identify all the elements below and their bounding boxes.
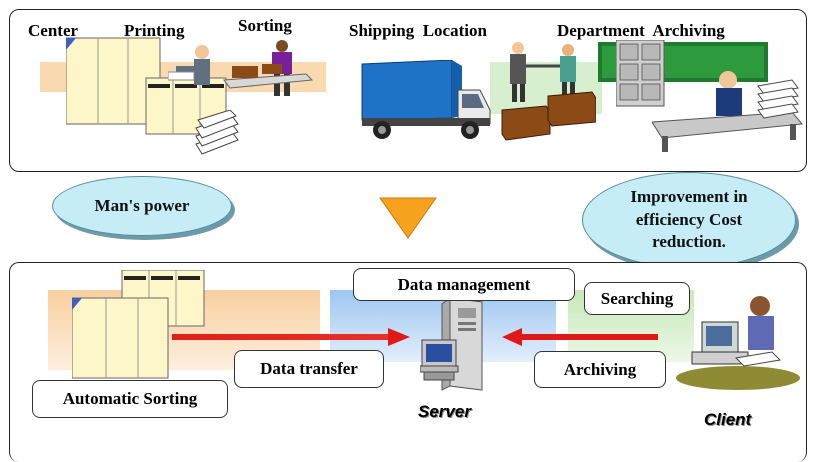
filing-cabinet-icon	[616, 40, 665, 107]
handshake-people-icon	[501, 42, 596, 141]
office-worker-icon	[168, 45, 210, 85]
data-management-label: Data management	[353, 268, 575, 301]
archiving-label: Archiving	[534, 351, 666, 388]
server-tower-icon	[420, 298, 483, 391]
header-center: Center	[28, 21, 79, 40]
server-label: Server	[418, 402, 471, 421]
desk-worker-icon	[652, 71, 803, 152]
automatic-sorting-label: Automatic Sorting	[32, 380, 228, 418]
header-department-archiving: Department Archiving	[557, 21, 725, 40]
left-arrow-icon	[502, 328, 658, 346]
paper-stack-icon	[195, 110, 239, 155]
right-arrow-icon	[172, 328, 410, 346]
header-shipping-location: Shipping Location	[349, 21, 487, 40]
client-computer-icon	[676, 296, 800, 390]
down-arrow-icon	[379, 197, 437, 239]
sorting-machine-icon	[72, 270, 205, 379]
header-sorting: Sorting	[238, 16, 292, 35]
callout-mans-power: Man's power	[52, 176, 232, 236]
searching-label: Searching	[584, 282, 690, 315]
sorting-worker-icon	[223, 40, 314, 96]
client-label: Client	[704, 410, 752, 429]
data-transfer-label: Data transfer	[234, 350, 384, 388]
delivery-truck-icon	[361, 60, 491, 139]
header-printing: Printing	[124, 21, 185, 40]
